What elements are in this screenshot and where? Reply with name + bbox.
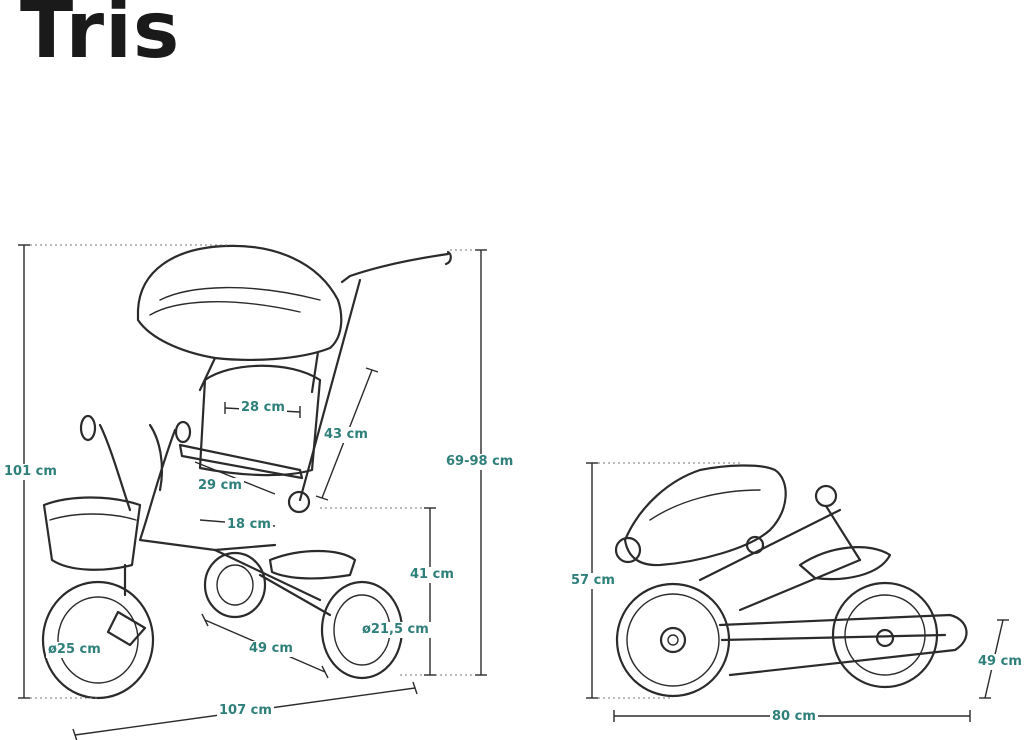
- dimension-rear-wheel: ø21,5 cm: [360, 622, 431, 638]
- dimension-folded-height: 57 cm: [569, 573, 617, 589]
- dimension-total-height: 101 cm: [2, 464, 59, 480]
- dimension-folded-width: 49 cm: [976, 654, 1024, 670]
- dimension-backrest-height: 43 cm: [322, 427, 370, 443]
- dimension-seat-height: 41 cm: [408, 567, 456, 583]
- dimension-folded-length: 80 cm: [770, 709, 818, 725]
- dimension-rear-wheelbase: 49 cm: [247, 641, 295, 657]
- dimension-handle-height: 69-98 cm: [444, 454, 516, 470]
- product-title: Tris: [20, 0, 181, 76]
- dimension-lines-unfolded: [18, 244, 487, 740]
- unfolded-tricycle-drawing: [41, 244, 452, 700]
- dimension-total-length: 107 cm: [217, 703, 274, 719]
- dimension-seat-depth: 29 cm: [196, 478, 244, 494]
- folded-tricycle-drawing: [614, 464, 968, 698]
- dimension-backrest-width: 28 cm: [239, 400, 287, 416]
- dimension-seat-width: 18 cm: [225, 517, 273, 533]
- dimension-front-wheel: ø25 cm: [46, 642, 103, 658]
